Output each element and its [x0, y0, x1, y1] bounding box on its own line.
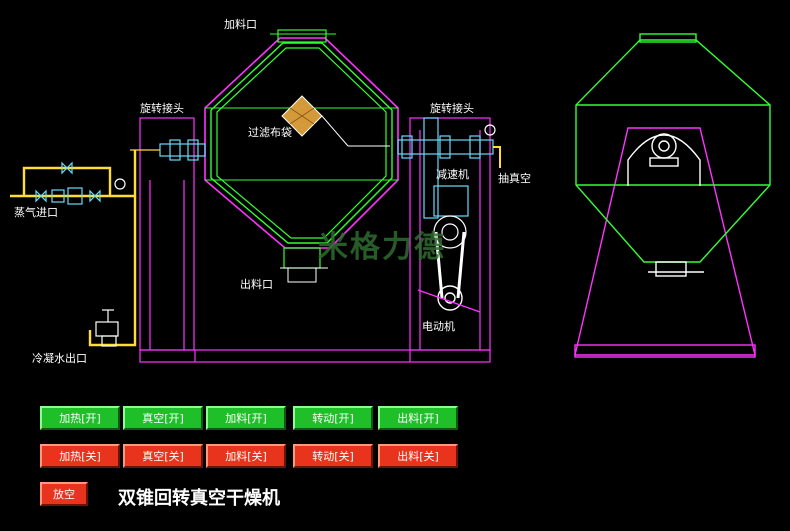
label-steam-inlet: 蒸气进口	[14, 206, 58, 219]
filter-bag	[281, 95, 390, 147]
label-rotary-joint-right: 旋转接头	[430, 102, 474, 115]
page-title: 双锥回转真空干燥机	[118, 488, 280, 509]
discharge-off-button[interactable]: 出料[关]	[378, 444, 458, 468]
vacuum-on-button[interactable]: 真空[开]	[123, 406, 203, 430]
left-rotary-joint	[130, 139, 206, 161]
condensate-trap	[95, 309, 119, 347]
right-support-frame	[409, 117, 491, 351]
label-feed-inlet: 加料口	[224, 18, 257, 31]
left-support-frame	[139, 117, 195, 351]
discharge-on-button[interactable]: 出料[开]	[378, 406, 458, 430]
feed-on-button[interactable]: 加料[开]	[206, 406, 286, 430]
label-discharge: 出料口	[240, 278, 273, 291]
steam-valves	[35, 161, 126, 205]
machine-base	[139, 349, 491, 363]
side-view-vessel	[575, 33, 771, 277]
right-rotary-joint	[397, 135, 500, 159]
label-motor: 电动机	[422, 320, 455, 333]
steam-pipe	[10, 150, 137, 347]
label-condensate-outlet: 冷凝水出口	[32, 352, 87, 365]
side-view-frame	[574, 127, 756, 358]
feed-off-button[interactable]: 加料[关]	[206, 444, 286, 468]
rotate-on-button[interactable]: 转动[开]	[293, 406, 373, 430]
heat-on-button[interactable]: 加热[开]	[40, 406, 120, 430]
clear-button[interactable]: 放空	[40, 482, 88, 506]
reducer	[423, 117, 469, 249]
label-filter-bag: 过滤布袋	[248, 126, 292, 139]
label-reducer: 减速机	[436, 168, 469, 181]
motor	[417, 285, 481, 313]
rotate-off-button[interactable]: 转动[关]	[293, 444, 373, 468]
watermark: 米格力德	[318, 230, 446, 265]
vacuum-line	[484, 124, 501, 168]
vacuum-off-button[interactable]: 真空[关]	[123, 444, 203, 468]
label-rotary-joint-left: 旋转接头	[140, 102, 184, 115]
heat-off-button[interactable]: 加热[关]	[40, 444, 120, 468]
side-view-bearing	[627, 133, 701, 186]
drive-belt	[434, 231, 466, 299]
label-vacuum: 抽真空	[498, 172, 531, 185]
